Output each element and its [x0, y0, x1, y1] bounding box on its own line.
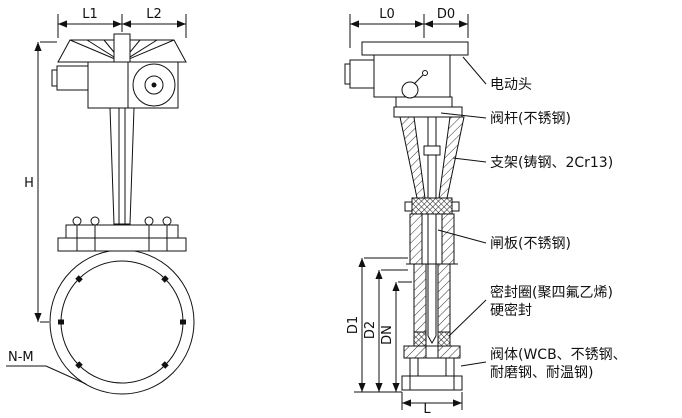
leader-line [440, 112, 487, 119]
stem-collar [423, 145, 441, 156]
bonnet-flange-front [57, 216, 187, 252]
bottom-flange-side [401, 345, 463, 391]
dim-label-l2: L2 [146, 7, 162, 22]
bolt-hole-tick [161, 275, 169, 283]
leader-line [452, 157, 487, 163]
dim-l1-l2: L1 L2 [57, 7, 187, 38]
position-indicator [401, 81, 419, 99]
bolt-hole-tick [161, 361, 169, 369]
callout-seal: 密封圈(聚四氟乙烯) 硬密封 [448, 284, 613, 337]
callout-body: 阀体(WCB、不锈钢、 耐磨钢、耐温钢) [460, 347, 627, 381]
body-wall [441, 213, 455, 265]
dim-l-bottom: L [401, 392, 463, 417]
callout-actuator-label: 电动头 [490, 77, 532, 93]
flange-base-plate [401, 375, 463, 391]
callout-seal-label-line1: 密封圈(聚四氟乙烯) [490, 284, 613, 301]
gland-tab [451, 201, 460, 212]
body-top-flange [57, 237, 187, 252]
nm-leader-line [45, 365, 87, 385]
gate-tip [427, 335, 437, 345]
callout-stem-label: 阀杆(不锈钢) [490, 111, 571, 127]
bolt-hole-tick [75, 361, 83, 369]
callout-bracket-label: 支架(铸钢、2Cr13) [490, 155, 613, 171]
seal-ring [437, 331, 451, 347]
callout-body-label-line1: 阀体(WCB、不锈钢、 [490, 347, 627, 363]
dim-label-h: H [24, 176, 34, 191]
actuator-side [344, 41, 469, 108]
valve-body-front [49, 249, 195, 395]
dim-dn: DN [380, 281, 412, 392]
callouts: 电动头 阀杆(不锈钢) 支架(铸钢、2Cr13) 闸板(不锈钢) 密封圈(聚四氟… [437, 56, 627, 381]
actuator-base-plate [395, 96, 453, 108]
bolt-head [90, 216, 100, 226]
label-nm: N-M [6, 350, 87, 385]
body-wall [437, 263, 451, 333]
indicator-knob [422, 70, 428, 76]
flange-section [403, 345, 427, 359]
callout-gate-label: 闸板(不锈钢) [490, 236, 571, 252]
body-wall [413, 263, 427, 333]
handwheel-hub-center [151, 82, 157, 88]
bolt-head [72, 216, 82, 226]
callout-actuator: 电动头 [462, 56, 532, 93]
gland-block [411, 197, 453, 215]
yoke-front [109, 107, 135, 225]
dim-label-d0: D0 [437, 7, 455, 22]
bolt-head [144, 216, 154, 226]
handwheel-hub [113, 33, 131, 63]
gate-plate [427, 214, 437, 345]
callout-seal-label-line2: 硬密封 [490, 302, 532, 319]
callout-bracket: 支架(铸钢、2Cr13) [452, 155, 613, 171]
leader-line [448, 299, 487, 337]
dim-h: H [24, 41, 57, 323]
callout-gate: 闸板(不锈钢) [437, 229, 571, 252]
dim-label-l0: L0 [379, 7, 395, 22]
flange-neck [409, 357, 455, 377]
bracket-side [393, 106, 465, 199]
bracket-top-plate [393, 106, 463, 118]
front-view: L1 L2 H N-M [6, 7, 195, 395]
yoke-outline [109, 107, 135, 225]
callout-body-label-line2: 耐磨钢、耐温钢) [490, 365, 593, 381]
bolt-head [162, 216, 172, 226]
gland-tab [404, 201, 413, 212]
dim-l0-d0: L0 D0 [349, 7, 469, 48]
dim-label-d1: D1 [346, 316, 361, 334]
dim-label-d2: D2 [363, 321, 378, 339]
dim-label-nm: N-M [8, 350, 34, 365]
bolt-hole-tick [75, 275, 83, 283]
side-view: L0 D0 D1 D2 DN L [344, 7, 469, 417]
handwheel-spoke [69, 39, 123, 63]
dim-label-dn: DN [380, 325, 395, 345]
callout-stem: 阀杆(不锈钢) [440, 111, 571, 127]
bonnet-plate [65, 224, 179, 239]
handwheel-spoke [121, 39, 175, 63]
actuator-front [51, 61, 179, 109]
motor-end-cap [344, 63, 351, 85]
leader-line [437, 229, 487, 244]
actuator-top-plate [361, 41, 469, 56]
seal-rings [413, 331, 451, 347]
flange-section [437, 345, 461, 359]
dim-d1: D1 [346, 257, 408, 392]
motor-end-cap [51, 69, 58, 87]
body-lower-side [413, 263, 451, 333]
indicator-lever [413, 74, 424, 85]
dim-label-l1: L1 [82, 7, 98, 22]
motor-body [349, 59, 375, 89]
gland-packing [404, 197, 460, 215]
seal-ring [413, 331, 427, 347]
dim-d2: D2 [363, 269, 408, 392]
leader-line [462, 56, 487, 85]
leader-line [460, 361, 487, 367]
body-wall [409, 213, 423, 265]
dim-label-l: L [423, 402, 431, 414]
handwheel-front [57, 33, 187, 63]
motor-body [56, 65, 89, 91]
stem-side [423, 117, 441, 198]
